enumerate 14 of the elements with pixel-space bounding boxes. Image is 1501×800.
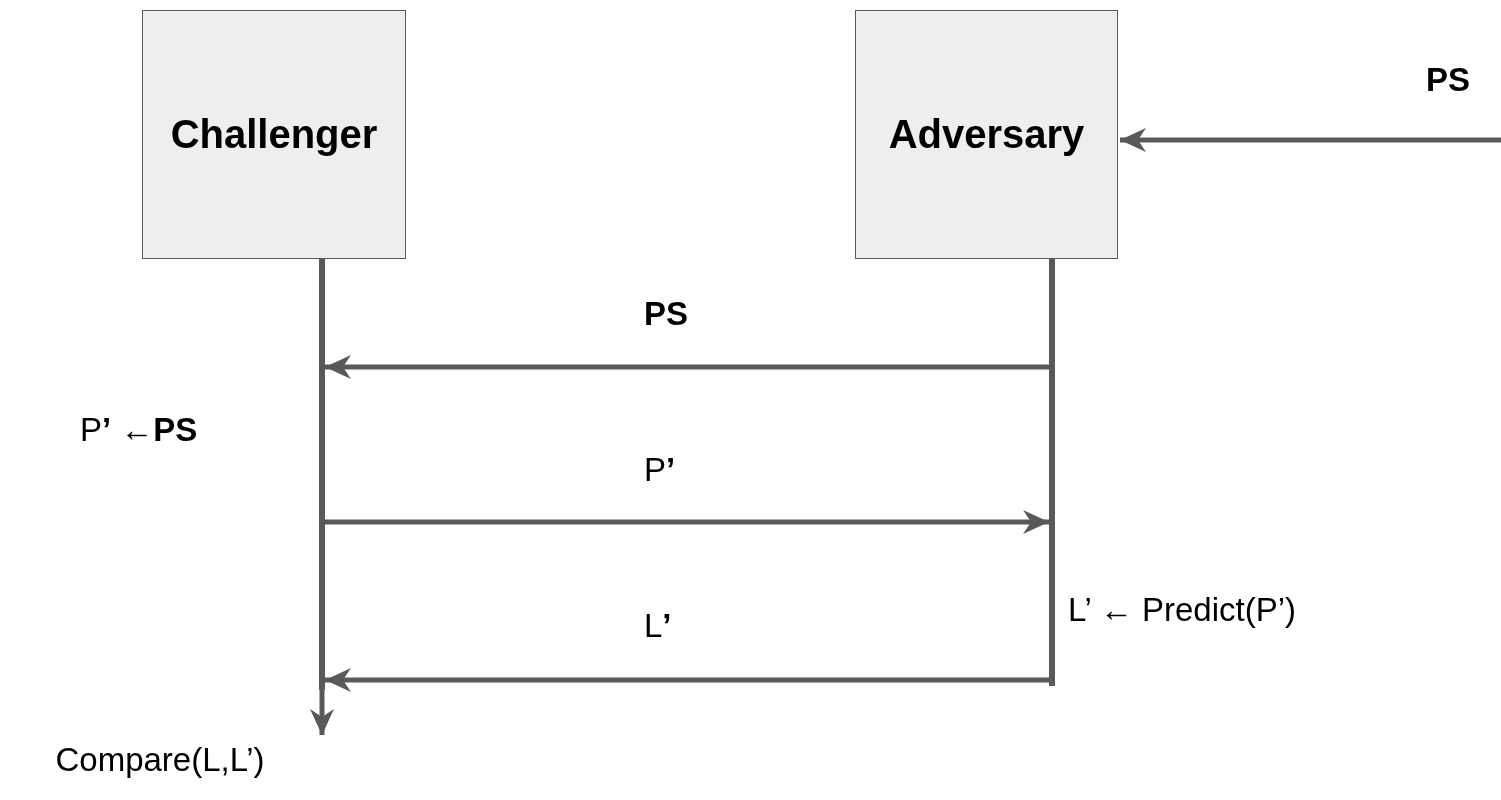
actor-name: Adversary	[888, 112, 1085, 157]
arrow	[325, 510, 1049, 534]
lifeline	[319, 259, 325, 690]
annotation: P’ ←PS	[80, 412, 198, 449]
annotation: L’ ← Predict(P’)	[1068, 592, 1296, 629]
result-text: Compare(L,L’)	[55, 741, 265, 779]
arrow	[325, 668, 1049, 692]
arrow	[325, 355, 1049, 379]
actor-box	[855, 10, 1118, 259]
actor-name: Challenger	[170, 112, 378, 157]
lifeline	[1049, 259, 1055, 686]
actor-box	[142, 10, 406, 259]
arrow	[1120, 128, 1501, 152]
arrow	[310, 690, 334, 735]
